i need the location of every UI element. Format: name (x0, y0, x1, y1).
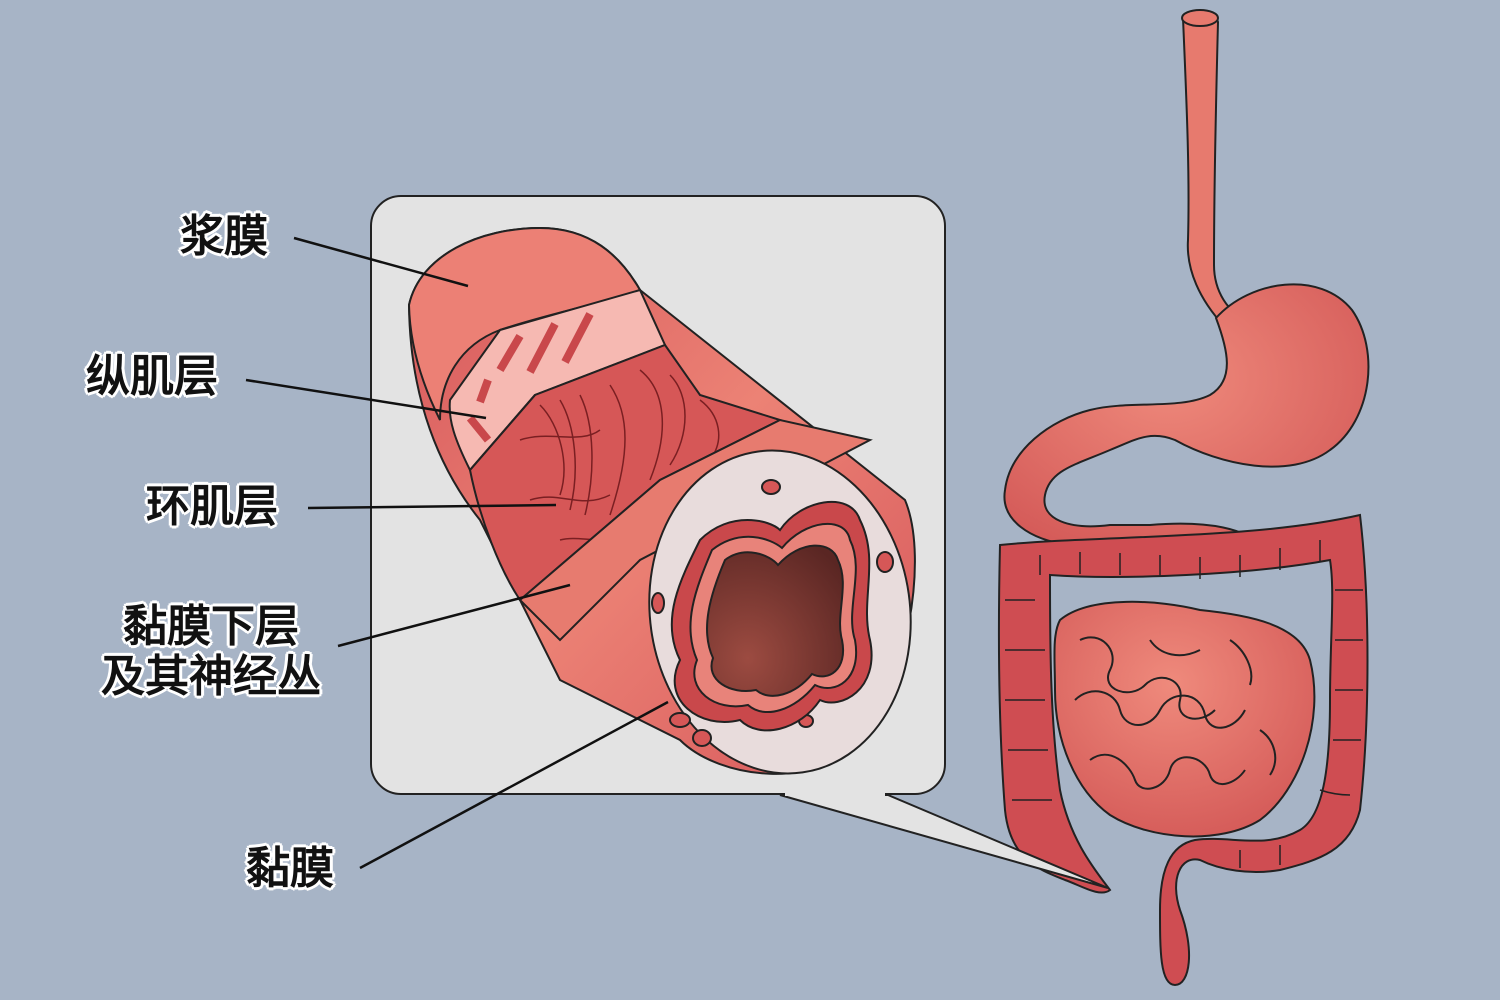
label-submucosa-line2: 及其神经丛 (101, 651, 321, 702)
small-intestine (1053, 600, 1316, 838)
label-longitudinal-muscle: 纵肌层 (86, 351, 218, 402)
large-intestine (997, 513, 1369, 987)
esophagus (1181, 10, 1249, 328)
nerve-plexus-dots (651, 479, 894, 747)
lumen (706, 544, 845, 697)
label-submucosa-line1: 黏膜下层 (123, 601, 299, 652)
longitudinal-muscle-stripes (466, 312, 594, 443)
leader-mucosa (359, 700, 669, 870)
leader-longitudinal (245, 378, 487, 420)
intestine-wall-section (407, 226, 916, 775)
label-circular-muscle: 环肌层 (146, 481, 278, 532)
leader-circular (307, 503, 557, 510)
leader-lines (245, 236, 669, 870)
label-mucosa: 黏膜 (246, 843, 334, 894)
leader-serosa (293, 236, 469, 288)
leader-submucosa (337, 583, 571, 648)
label-submucosa: 黏膜下层 及其神经丛 (88, 602, 334, 702)
digestive-tract-illustration (997, 9, 1370, 987)
stomach (1003, 283, 1370, 556)
label-serosa: 浆膜 (180, 211, 268, 262)
